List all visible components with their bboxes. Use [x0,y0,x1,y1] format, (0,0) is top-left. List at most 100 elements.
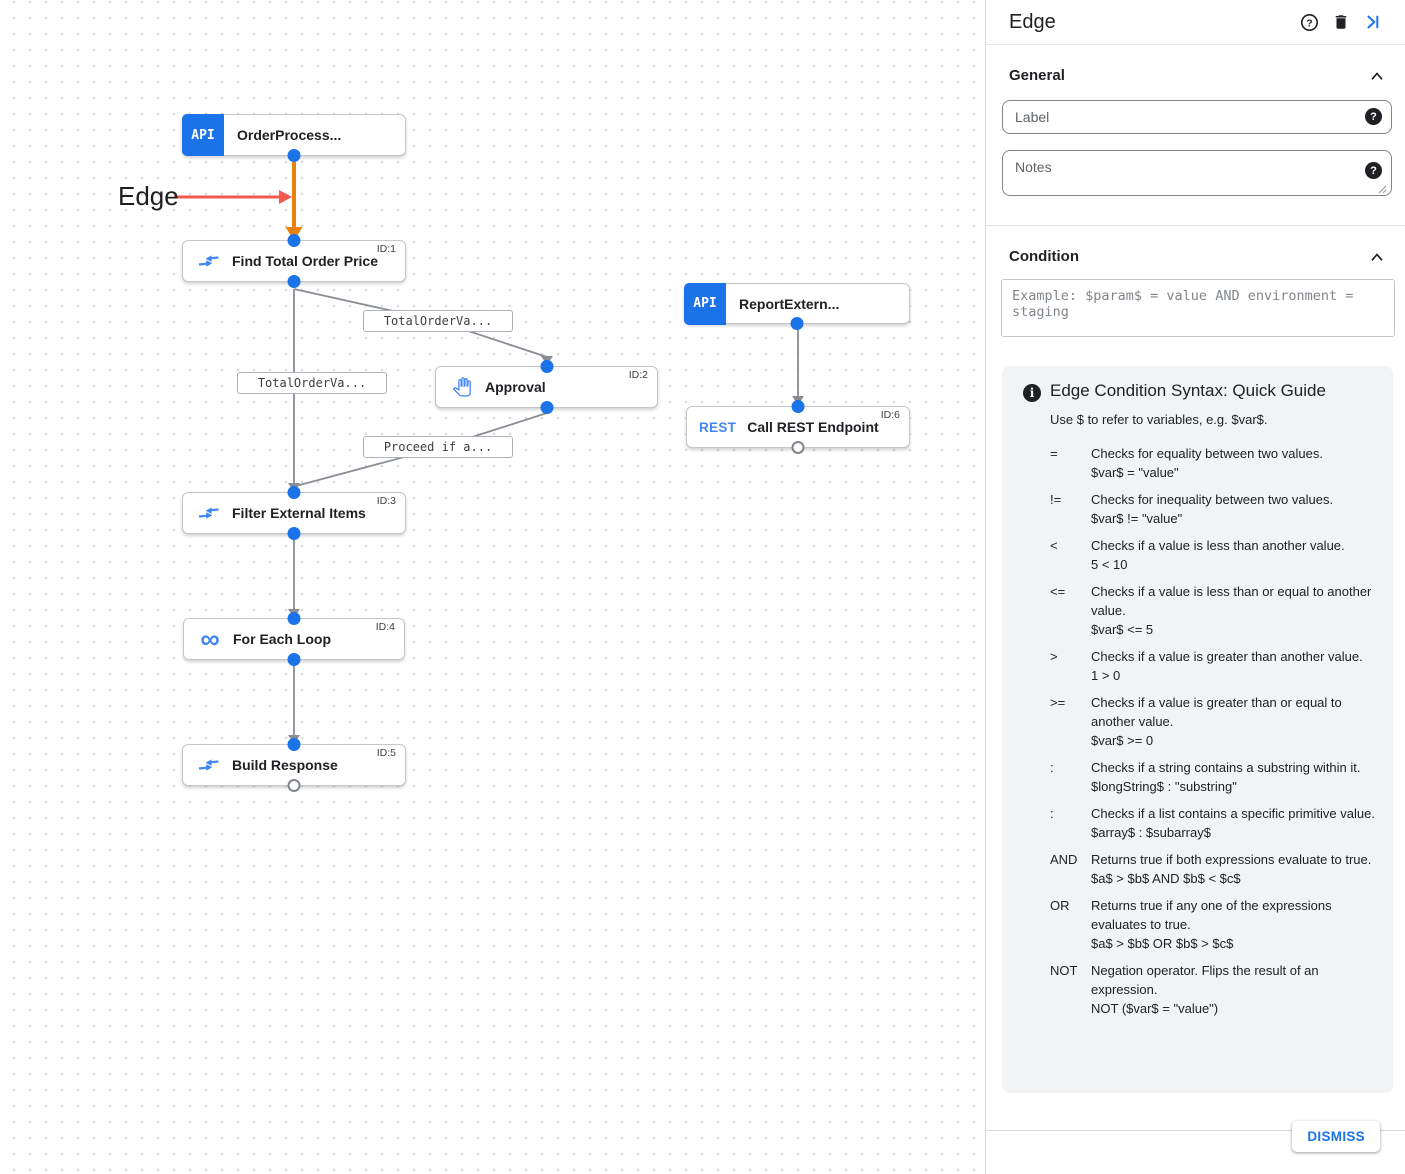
output-port[interactable] [287,653,301,666]
guide-example: $var$ <= 5 [1091,622,1154,637]
chevron-up-icon[interactable] [1367,68,1387,84]
guide-operator: < [1050,538,1058,553]
guide-desc: Negation operator. Flips the result of a… [1091,963,1319,997]
output-port[interactable] [540,401,553,414]
api-trigger-icon: API [684,282,726,325]
help-button[interactable]: ? [1293,6,1325,38]
input-port[interactable] [287,738,301,751]
node-id: ID:2 [628,369,648,381]
data-mapping-icon [195,504,223,522]
input-port[interactable] [287,486,301,499]
annotation-label: Edge [118,181,179,211]
node-id: ID:5 [376,747,396,759]
notes-input[interactable] [1002,150,1392,196]
edges-layer [174,162,804,744]
guide-row: OR Returns true if any one of the expres… [1050,896,1379,953]
node-id: ID:1 [376,243,396,255]
edge-label[interactable]: TotalOrderVa... [237,372,387,394]
input-port[interactable] [287,612,301,625]
guide-desc: Checks if a value is less than another v… [1091,538,1345,553]
guide-operator: = [1050,446,1058,461]
annotation-arrowhead [279,190,292,204]
guide-example: $longString$ : "substring" [1091,779,1237,794]
output-port-open[interactable] [791,441,805,454]
node-title: Approval [485,379,546,395]
node-id: ID:3 [376,495,396,507]
panel-title: Edge [1009,10,1056,33]
guide-example: 1 > 0 [1091,668,1121,683]
chevron-up-icon[interactable] [1367,249,1387,265]
guide-operator: AND [1050,852,1078,867]
output-port-open[interactable] [287,779,301,792]
edge-label[interactable]: Proceed if a... [363,436,513,458]
guide-operator: OR [1050,898,1070,913]
node-call-rest-endpoint[interactable]: REST Call REST Endpoint ID:6 [686,400,910,454]
node-reportextern[interactable]: API ReportExtern... [684,282,910,330]
condition-input[interactable] [1001,279,1395,337]
guide-operator: >= [1050,695,1066,710]
node-build-response[interactable]: Build Response ID:5 [182,738,406,792]
trash-icon [1335,15,1347,29]
guide-desc: Returns true if any one of the expressio… [1091,898,1332,932]
label-help-icon[interactable]: ? [1365,108,1382,125]
guide-desc: Checks for equality between two values. [1091,446,1323,461]
loop-icon: ∞ [200,624,220,654]
notes-field-wrap: ? [1002,150,1392,201]
label-field-wrap: ? [1002,100,1392,134]
guide-operator: <= [1050,584,1066,599]
edge-label[interactable]: TotalOrderVa... [363,310,513,332]
guide-row: >= Checks if a value is greater than or … [1050,693,1379,750]
node-for-each-loop[interactable]: ∞ For Each Loop ID:4 [183,612,405,666]
input-port[interactable] [791,400,805,413]
help-icon: ? [1300,13,1318,31]
guide-row: <= Checks if a value is less than or equ… [1050,582,1379,639]
guide-row: = Checks for equality between two values… [1050,444,1379,482]
node-title: OrderProcess... [237,127,342,143]
general-section-header[interactable]: General [986,45,1405,84]
dismiss-button[interactable]: DISMISS [1292,1121,1380,1152]
condition-section-header[interactable]: Condition [986,226,1405,265]
guide-operator: NOT [1050,963,1078,978]
guide-intro: Use $ to refer to variables, e.g. $var$. [1050,412,1268,427]
guide-desc: Checks if a string contains a substring … [1091,760,1361,775]
condition-syntax-guide: i Edge Condition Syntax: Quick Guide Use… [1002,366,1393,1093]
node-orderprocess[interactable]: API OrderProcess... [182,114,406,162]
output-port[interactable] [287,149,301,162]
flow-canvas[interactable]: Edge TotalOrderVa... TotalOrderVa... Pro… [0,0,985,1174]
guide-row: : Checks if a string contains a substrin… [1050,758,1379,796]
data-mapping-icon [195,252,223,270]
guide-row: < Checks if a value is less than another… [1050,536,1379,574]
output-port[interactable] [287,527,301,540]
node-filter-external-items[interactable]: Filter External Items ID:3 [182,486,406,540]
notes-help-icon[interactable]: ? [1365,162,1382,179]
node-approval[interactable]: Approval ID:2 [435,360,658,414]
input-port[interactable] [540,360,553,373]
guide-operator: : [1050,806,1054,821]
output-port[interactable] [790,317,804,330]
label-input[interactable] [1002,100,1392,134]
approval-hand-icon [448,376,476,398]
divider [986,225,1405,226]
info-icon: i [1023,384,1041,402]
delete-edge-button[interactable] [1325,6,1357,38]
guide-example: $a$ > $b$ AND $b$ < $c$ [1091,871,1241,886]
guide-example: $a$ > $b$ OR $b$ > $c$ [1091,936,1234,951]
guide-desc: Checks if a value is less than or equal … [1091,584,1372,618]
condition-section-title: Condition [1009,248,1079,265]
guide-desc: Returns true if both expressions evaluat… [1091,852,1372,867]
node-title: Build Response [232,757,338,773]
node-find-total-order-price[interactable]: Find Total Order Price ID:1 [182,234,406,288]
output-port[interactable] [287,275,301,288]
guide-row: > Checks if a value is greater than anot… [1050,647,1379,685]
guide-desc: Checks if a value is greater than anothe… [1091,649,1363,664]
input-port[interactable] [287,234,301,247]
guide-operator: : [1050,760,1054,775]
api-trigger-icon: API [182,114,224,156]
node-title: Call REST Endpoint [747,419,879,435]
guide-operator: > [1050,649,1058,664]
collapse-panel-button[interactable] [1357,6,1389,38]
collapse-panel-icon [1367,15,1379,29]
resize-grip-icon[interactable] [1378,185,1387,194]
general-section-title: General [1009,67,1065,84]
